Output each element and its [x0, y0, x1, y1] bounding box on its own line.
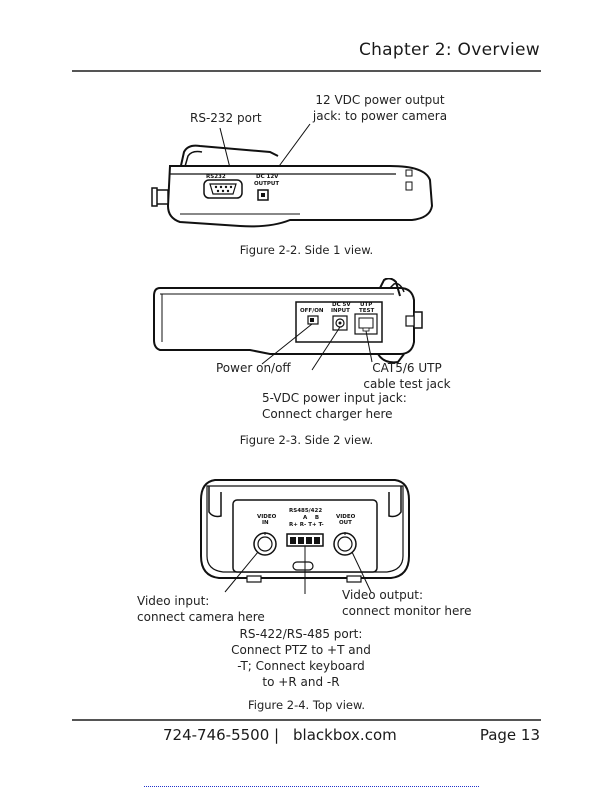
footer-separator: | — [274, 726, 280, 744]
power-input-label-line1: 5-VDC power input jack: — [262, 391, 407, 405]
in-device-text: IN — [262, 520, 269, 526]
video-output-label: Video output: connect monitor here — [342, 587, 471, 619]
side1-device-illustration: RS232 DC 12V OUTPUT — [151, 123, 434, 228]
utp-leader-line — [365, 330, 373, 363]
rs-port-label-line1: RS-422/RS-485 port: — [239, 627, 363, 641]
header-rule — [72, 70, 541, 72]
power-switch-leader-line — [261, 323, 313, 365]
bottom-dotted-line — [144, 786, 479, 787]
figure-2-4-caption: Figure 2-4. Top view. — [247, 698, 365, 712]
rs-port-label-line4: to +R and -R — [262, 675, 340, 689]
footer-website[interactable]: blackbox.com — [293, 726, 397, 744]
power-output-label: 12 VDC power output jack: to power camer… — [310, 92, 450, 124]
footer-page-number: Page 13 — [479, 726, 540, 744]
out-device-text: OUT — [339, 520, 352, 526]
video-output-label-line1: Video output: — [342, 588, 424, 602]
power-input-label: 5-VDC power input jack: Connect charger … — [262, 390, 407, 422]
video-input-label: Video input: connect camera here — [137, 593, 265, 625]
footer-phone: 724-746-5500 — [163, 726, 270, 744]
rs232-device-text: RS232 — [206, 174, 226, 180]
figure-2-2-caption: Figure 2-2. Side 1 view. — [239, 243, 374, 257]
dc12v-device-text: DC 12V — [256, 174, 279, 180]
video-in-leader-line — [224, 551, 259, 593]
chapter-title: Chapter 2: Overview — [358, 40, 540, 60]
rs-port-label-line3: -T; Connect keyboard — [237, 659, 365, 673]
top-device-illustration: VIDEO IN RS485/422 A B R+ R- T+ T- VIDEO… — [200, 479, 410, 594]
figure-2-3-caption: Figure 2-3. Side 2 view. — [239, 433, 374, 447]
power-input-label-line2: Connect charger here — [262, 407, 393, 421]
video-out-leader-line — [351, 551, 372, 593]
rs-ab-device-text: A B — [303, 515, 319, 521]
test-device-text: TEST — [359, 308, 374, 314]
cat-test-jack-label-line1: CAT5/6 UTP — [372, 361, 442, 375]
utp-device-text: UTP — [360, 302, 372, 308]
video-out-device-text: VIDEO — [336, 514, 356, 520]
offon-device-text: OFF/ON — [300, 308, 324, 314]
rs-port-label-line2: Connect PTZ to +T and — [231, 643, 371, 657]
power-output-label-line2: jack: to power camera — [312, 109, 448, 123]
cat-test-jack-label-line2: cable test jack — [363, 377, 451, 391]
video-input-label-line2: connect camera here — [137, 610, 265, 624]
dc5v-leader-line — [311, 326, 341, 371]
rs-port-label: RS-422/RS-485 port: Connect PTZ to +T an… — [226, 626, 376, 690]
input-device-text: INPUT — [331, 308, 350, 314]
rs232-port-label: RS-232 port — [190, 111, 262, 125]
rs485-device-text: RS485/422 — [289, 508, 322, 514]
output-device-text: OUTPUT — [254, 181, 279, 187]
video-input-label-line1: Video input: — [137, 594, 210, 608]
rs-pins-device-text: R+ R- T+ T- — [289, 522, 324, 528]
side2-device-illustration: OFF/ON DC 5V INPUT UTP TEST — [153, 278, 423, 371]
video-output-label-line2: connect monitor here — [342, 604, 472, 618]
power-onoff-label: Power on/off — [216, 361, 291, 375]
cat-test-jack-label: CAT5/6 UTP cable test jack — [362, 360, 452, 392]
power-output-label-line1: 12 VDC power output — [315, 93, 445, 107]
footer-rule — [72, 719, 541, 721]
video-in-device-text: VIDEO — [257, 514, 277, 520]
dc5v-device-text: DC 5V — [332, 302, 351, 308]
